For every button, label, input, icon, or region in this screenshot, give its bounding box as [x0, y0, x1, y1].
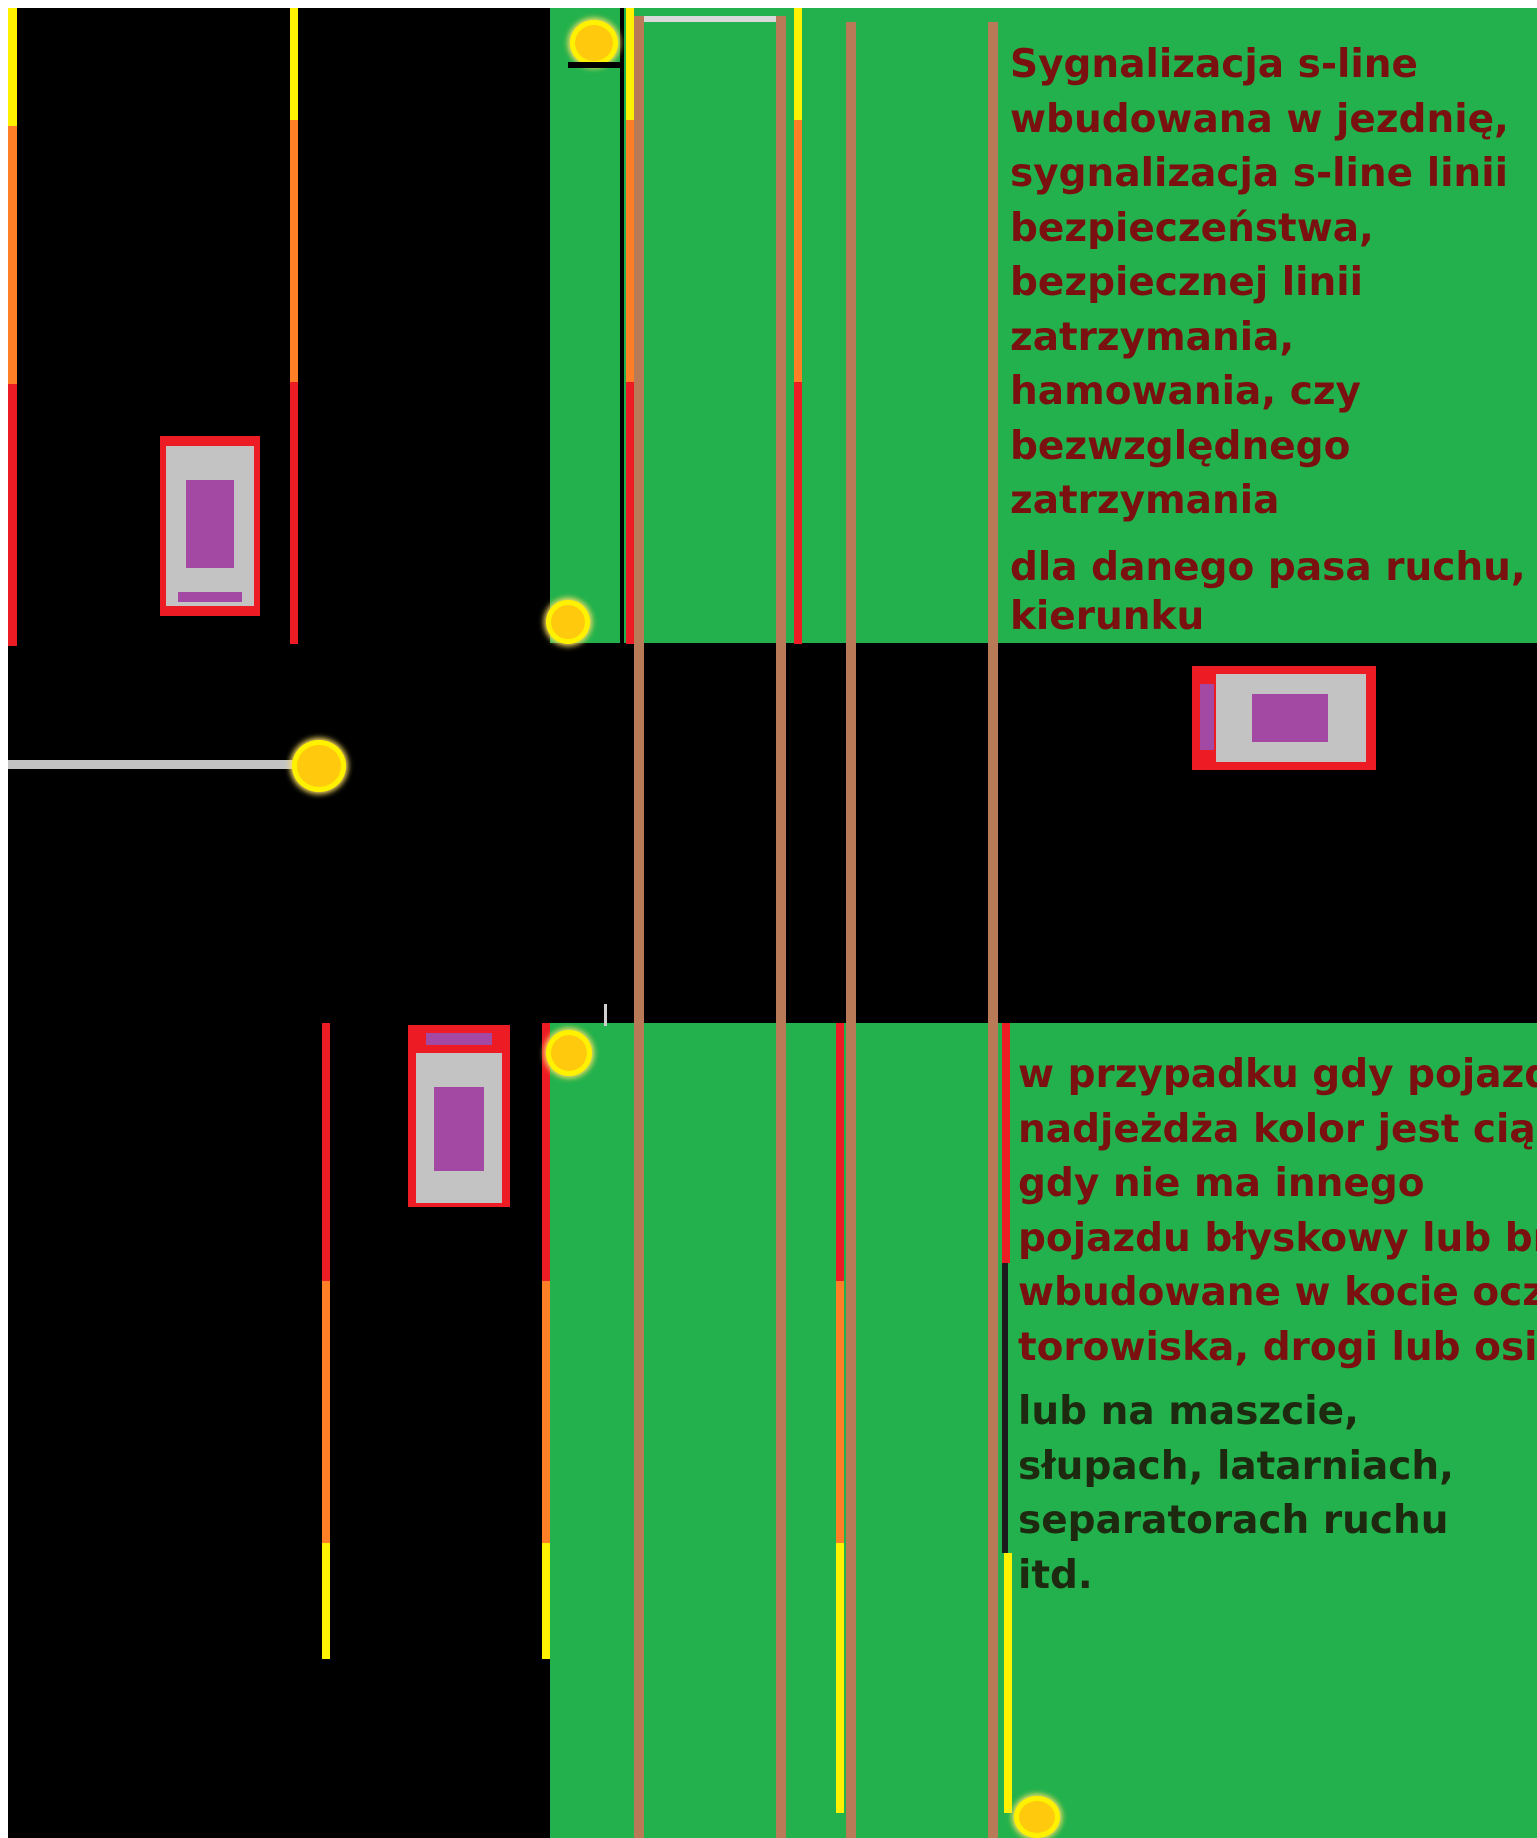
signal-strip-orange	[542, 1281, 550, 1543]
text-line: zatrzymania	[1010, 474, 1526, 529]
car-right	[1192, 666, 1376, 770]
signal-strip-yellow	[8, 8, 17, 126]
text-line: pojazdu błyskowy lub brak	[1018, 1212, 1537, 1267]
signal-strip-black	[1002, 1263, 1008, 1553]
text-line: bezwzględnego	[1010, 420, 1526, 475]
text-line: słupach, latarniach,	[1018, 1440, 1537, 1495]
car-bottom-left	[408, 1025, 510, 1207]
signal-strip-yellow	[322, 1543, 330, 1659]
text-line: gdy nie ma innego	[1018, 1157, 1537, 1212]
text-top: Sygnalizacja s-line wbudowana w jezdnię,…	[1010, 38, 1526, 639]
text-line: bezpiecznej linii	[1010, 256, 1526, 311]
rail-3	[846, 22, 856, 1838]
car-window	[186, 480, 234, 568]
signal-strip-orange	[794, 120, 802, 382]
signal-strip-red	[322, 1023, 330, 1281]
rail-2	[776, 16, 786, 1838]
median-edge-line	[620, 8, 624, 643]
car-window	[1252, 694, 1328, 742]
car-top-left	[160, 436, 260, 616]
signal-lamp	[570, 20, 618, 66]
text-line: sygnalizacja s-line linii	[1010, 147, 1526, 202]
signal-strip-yellow	[542, 1543, 550, 1659]
text-line: Sygnalizacja s-line	[1010, 38, 1526, 93]
signal-strip-red	[1002, 1023, 1010, 1263]
text-line: wbudowana w jezdnię,	[1010, 93, 1526, 148]
text-line: torowiska, drogi lub osi.	[1018, 1321, 1537, 1376]
car-window	[434, 1087, 484, 1171]
car-window	[178, 592, 242, 602]
lamp-base	[568, 62, 620, 68]
text-line: separatorach ruchu	[1018, 1494, 1537, 1549]
rail-1	[634, 16, 644, 1838]
signal-strip-yellow	[290, 8, 298, 120]
text-line: lub na maszcie,	[1018, 1385, 1537, 1440]
grass-top-median	[550, 8, 626, 643]
rail-4	[988, 22, 998, 1838]
signal-strip-red	[626, 382, 634, 644]
signal-lamp	[292, 740, 346, 792]
signal-strip-orange	[8, 126, 17, 384]
car-window	[1200, 684, 1214, 750]
signal-strip-orange	[836, 1281, 844, 1543]
marker-tick	[604, 1004, 607, 1026]
signal-strip-orange	[626, 120, 634, 382]
text-line: kierunku	[1010, 595, 1526, 639]
signal-lamp	[1014, 1796, 1060, 1838]
text-line: wbudowane w kocie oczka	[1018, 1266, 1537, 1321]
stop-line	[8, 760, 318, 769]
text-line: zatrzymania,	[1010, 311, 1526, 366]
signal-strip-yellow	[1004, 1553, 1012, 1813]
signal-strip-yellow	[836, 1543, 844, 1813]
text-line: dla danego pasa ruchu,	[1010, 541, 1526, 596]
signal-strip-orange	[322, 1281, 330, 1543]
car-window	[426, 1033, 492, 1045]
signal-strip-yellow	[794, 8, 802, 120]
text-line: bezpieczeństwa,	[1010, 202, 1526, 257]
signal-strip-red	[794, 382, 802, 644]
text-line: nadjeżdża kolor jest ciągły,	[1018, 1103, 1537, 1158]
signal-strip-red	[836, 1023, 844, 1281]
signal-strip-yellow	[626, 8, 634, 120]
text-bottom: w przypadku gdy pojazd nadjeżdża kolor j…	[1018, 1048, 1537, 1603]
text-line: hamowania, czy	[1010, 365, 1526, 420]
signal-lamp	[546, 600, 590, 644]
track-edge-top	[634, 16, 784, 22]
text-line: w przypadku gdy pojazd	[1018, 1048, 1537, 1103]
signal-strip-orange	[290, 120, 298, 382]
text-line: itd.	[1018, 1549, 1537, 1604]
signal-strip-red	[290, 382, 298, 644]
signal-lamp	[546, 1030, 592, 1076]
signal-strip-red	[8, 384, 17, 646]
